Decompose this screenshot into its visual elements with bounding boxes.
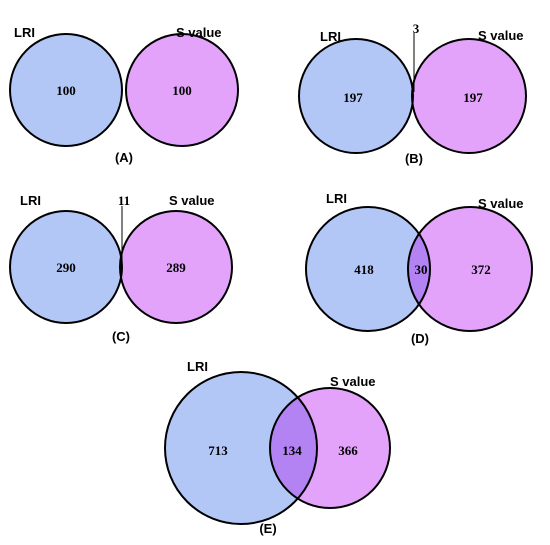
panel-label: (E): [259, 521, 276, 536]
left-count: 713: [208, 443, 228, 458]
left-count: 418: [354, 262, 374, 277]
right-set-label: S value: [478, 196, 524, 211]
left-set-label: LRI: [326, 191, 347, 206]
left-set-label: LRI: [20, 193, 41, 208]
venn-right-circle: [120, 211, 232, 323]
right-set-label: S value: [176, 25, 222, 40]
venn-panel-b: 3 LRI S value 197 197 (B): [298, 21, 527, 166]
venn-left-circle: [165, 372, 317, 524]
venn-panel-d: LRI S value 418 30 372 (D): [305, 191, 533, 346]
right-count: 100: [172, 83, 192, 98]
venn-panel-a: LRI S value 100 100 (A): [9, 25, 239, 165]
panel-label: (D): [411, 331, 429, 346]
venn-left-circle: [10, 211, 122, 323]
panel-label: (B): [405, 151, 423, 166]
venn-left-circle: [299, 39, 413, 153]
right-set-label: S value: [330, 374, 376, 389]
venn-left-circle: [306, 207, 430, 331]
venn-right-circle: [125, 33, 239, 147]
overlap-count: 134: [282, 443, 302, 458]
panel-label: (A): [115, 150, 133, 165]
right-count: 197: [463, 90, 483, 105]
overlap-count: 30: [415, 262, 428, 277]
left-count: 197: [343, 90, 363, 105]
venn-panel-c: 11 LRI S value 290 289 (C): [9, 193, 233, 344]
left-set-label: LRI: [320, 29, 341, 44]
right-count: 372: [471, 262, 491, 277]
right-set-label: S value: [478, 28, 524, 43]
overlap-count: 3: [413, 21, 420, 36]
overlap-count: 11: [118, 193, 130, 208]
right-set-label: S value: [169, 193, 215, 208]
venn-right-circle: [412, 39, 526, 153]
right-count: 289: [166, 260, 186, 275]
venn-right-circle: [408, 207, 532, 331]
right-count: 366: [338, 443, 358, 458]
left-count: 100: [56, 83, 76, 98]
panel-label: (C): [112, 329, 130, 344]
left-count: 290: [56, 260, 76, 275]
venn-left-circle: [9, 33, 123, 147]
venn-panel-e: LRI S value 713 134 366 (E): [164, 359, 391, 536]
left-set-label: LRI: [187, 359, 208, 374]
venn-overlap-region: [270, 388, 317, 508]
left-set-label: LRI: [14, 25, 35, 40]
